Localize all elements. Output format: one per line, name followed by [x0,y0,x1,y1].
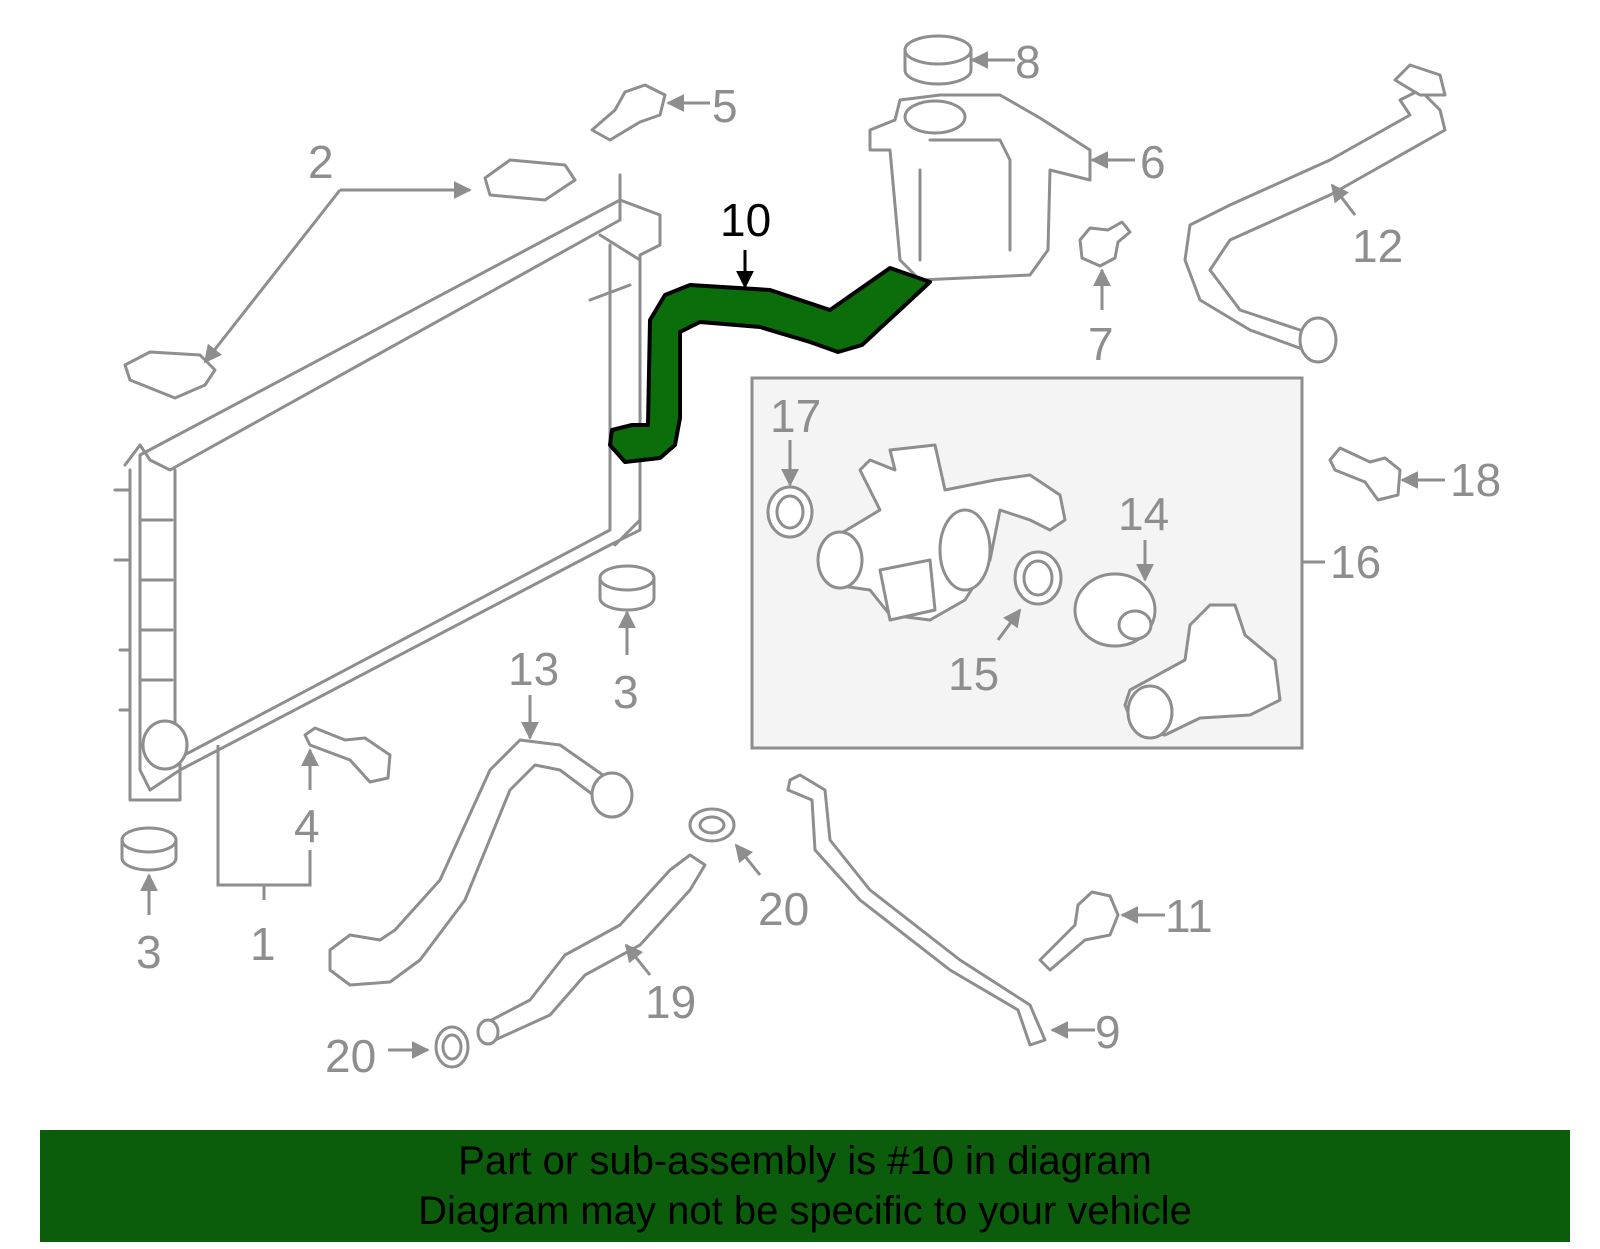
callout-14: 14 [1118,488,1169,540]
sensor-11 [1038,890,1120,972]
callout-5: 5 [712,80,738,132]
coolant-reservoir [868,93,1092,282]
callout-8: 8 [1015,36,1041,88]
thermostat-14 [1073,572,1157,648]
callout-13: 13 [508,643,559,695]
o-ring-15 [1013,550,1063,606]
callout-7: 7 [1088,318,1114,370]
callout-3-center: 3 [613,666,639,718]
callout-16: 16 [1330,536,1381,588]
banner-line-2: Diagram may not be specific to your vehi… [418,1189,1192,1233]
bolt-4 [303,726,392,784]
leader-lines [140,51,1445,1059]
thermostat-housing [766,443,1067,622]
callout-19: 19 [645,976,696,1028]
callout-9: 9 [1095,1006,1121,1058]
callout-2: 2 [308,136,334,188]
callout-20-right: 20 [758,883,809,935]
o-ring-20-top [688,807,736,843]
bolt-7 [1078,220,1132,268]
callout-18: 18 [1450,454,1501,506]
callout-10: 10 [720,194,771,246]
reservoir-cap [903,34,973,86]
clip-5 [590,83,667,142]
callout-20-left: 20 [325,1030,376,1082]
callout-labels: 1 2 3 3 4 5 6 7 8 9 10 11 12 13 14 15 16… [136,36,1501,1082]
callout-4: 4 [294,800,320,852]
insulator-3-left [120,826,178,872]
o-ring-20-bottom [434,1025,470,1069]
callout-17: 17 [770,390,821,442]
radiator [113,173,662,802]
bracket-2-left [123,350,217,400]
bolt-18 [1328,446,1402,502]
insulator-3-center [598,564,656,612]
callout-12: 12 [1352,220,1403,272]
info-banner: Part or sub-assembly is #10 in diagram D… [40,1130,1570,1242]
pipe-9 [786,773,1047,1047]
callout-1: 1 [250,918,276,970]
callout-3-left: 3 [136,926,162,978]
bracket-2-top [483,158,577,202]
callout-6: 6 [1140,136,1166,188]
hose-12 [1183,88,1447,352]
callout-15: 15 [948,648,999,700]
callout-11: 11 [1165,890,1213,942]
banner-line-1: Part or sub-assembly is #10 in diagram [458,1139,1152,1183]
parts-diagram: 1 2 3 3 4 5 6 7 8 9 10 11 12 13 14 15 16… [113,34,1501,1082]
hose-19 [480,853,707,1042]
hose-10-highlighted [608,266,932,464]
